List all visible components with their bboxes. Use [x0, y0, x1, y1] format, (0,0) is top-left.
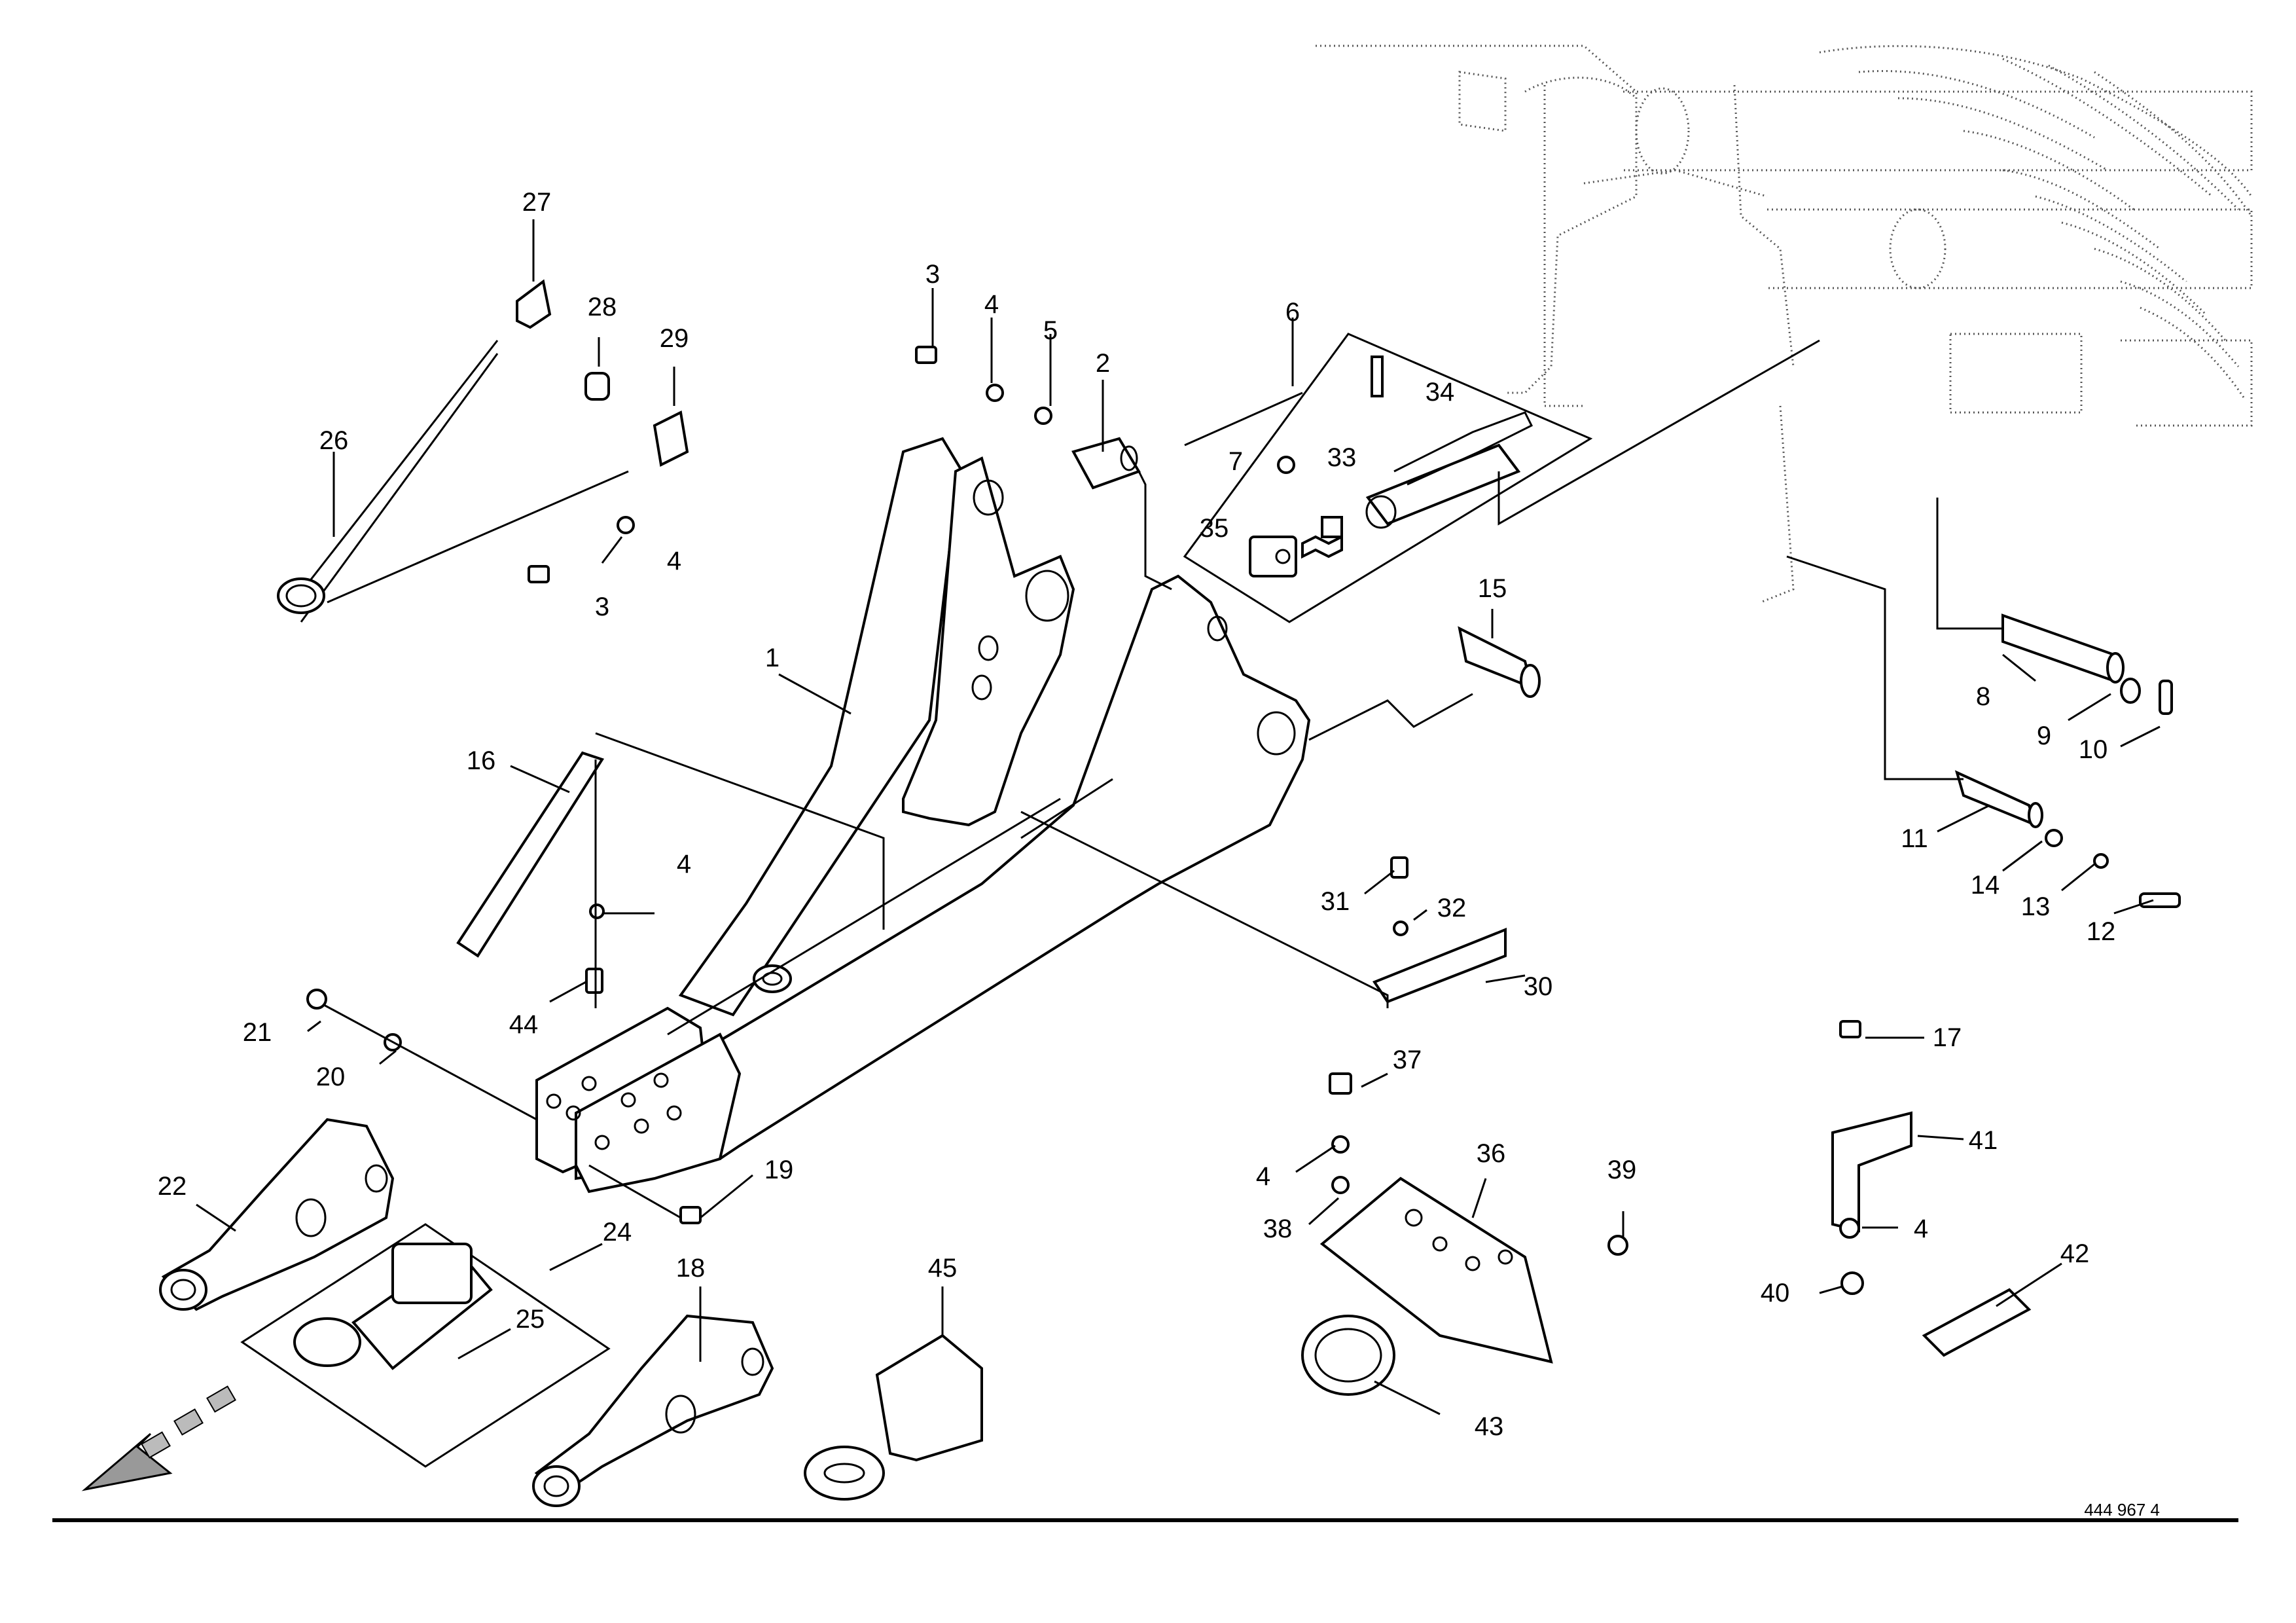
callout-8: 8: [1976, 682, 1990, 711]
callout-11: 11: [1901, 824, 1928, 853]
callout-16: 16: [467, 746, 496, 775]
callout-45: 45: [928, 1254, 958, 1283]
callout-34: 34: [1426, 378, 1455, 407]
callout-38: 38: [1263, 1214, 1293, 1243]
callout-17: 17: [1933, 1023, 1962, 1052]
callout-4: 4: [984, 290, 999, 319]
callout-3: 3: [595, 593, 609, 621]
callout-44: 44: [509, 1010, 539, 1039]
callout-32: 32: [1437, 894, 1467, 922]
callout-33: 33: [1327, 443, 1357, 472]
cylinder-assembly-part: [1183, 333, 1593, 623]
callout-22: 22: [158, 1172, 187, 1201]
callout-10: 10: [2079, 735, 2108, 764]
callout-24: 24: [603, 1218, 632, 1247]
callout-31: 31: [1321, 887, 1350, 916]
callout-4: 4: [667, 547, 681, 575]
bushes-and-pins: [1071, 437, 2181, 908]
callout-43: 43: [1475, 1412, 1504, 1441]
callout-25: 25: [516, 1305, 545, 1334]
callout-28: 28: [588, 293, 617, 321]
callout-30: 30: [1524, 972, 1553, 1001]
callout-labels: 1 2 3 3 4 4 4 4 4 5 6 7 8 9 10 11 12 13 …: [158, 188, 2116, 1441]
fasteners: [306, 346, 1861, 1239]
callout-2: 2: [1096, 349, 1110, 378]
callout-42: 42: [2060, 1239, 2090, 1268]
callout-12: 12: [2087, 917, 2116, 946]
callout-29: 29: [660, 324, 689, 353]
callout-1: 1: [765, 644, 780, 672]
leader-lines: [196, 219, 2161, 1415]
callout-40: 40: [1761, 1279, 1790, 1307]
callout-37: 37: [1393, 1046, 1422, 1074]
callout-4: 4: [1256, 1162, 1270, 1191]
callout-35: 35: [1200, 514, 1229, 543]
callout-39: 39: [1607, 1156, 1637, 1184]
callout-5: 5: [1043, 316, 1058, 345]
main-frame-part: [535, 437, 1311, 1194]
callout-13: 13: [2021, 892, 2051, 921]
callout-18: 18: [676, 1254, 706, 1283]
drawbar-parts: [159, 1118, 983, 1507]
callout-41: 41: [1969, 1126, 1998, 1155]
direction-arrow: [81, 1385, 236, 1491]
brackets-and-plates: [456, 751, 2032, 1396]
callout-7: 7: [1229, 447, 1243, 476]
callout-4: 4: [677, 850, 691, 879]
callout-4: 4: [1914, 1214, 1928, 1243]
callout-14: 14: [1971, 871, 2000, 900]
callout-19: 19: [764, 1156, 794, 1184]
spring-pin-part: [277, 279, 689, 623]
callout-9: 9: [2037, 721, 2051, 750]
callout-36: 36: [1477, 1139, 1506, 1168]
baler-machine-outline: [1316, 45, 2253, 604]
callout-21: 21: [243, 1018, 272, 1047]
drawing-number: 444 967 4: [2084, 1500, 2160, 1520]
callout-6: 6: [1285, 298, 1300, 327]
callout-15: 15: [1478, 574, 1507, 603]
callout-20: 20: [316, 1063, 346, 1091]
callout-27: 27: [522, 188, 552, 217]
callout-3: 3: [925, 260, 940, 289]
callout-26: 26: [319, 426, 349, 455]
